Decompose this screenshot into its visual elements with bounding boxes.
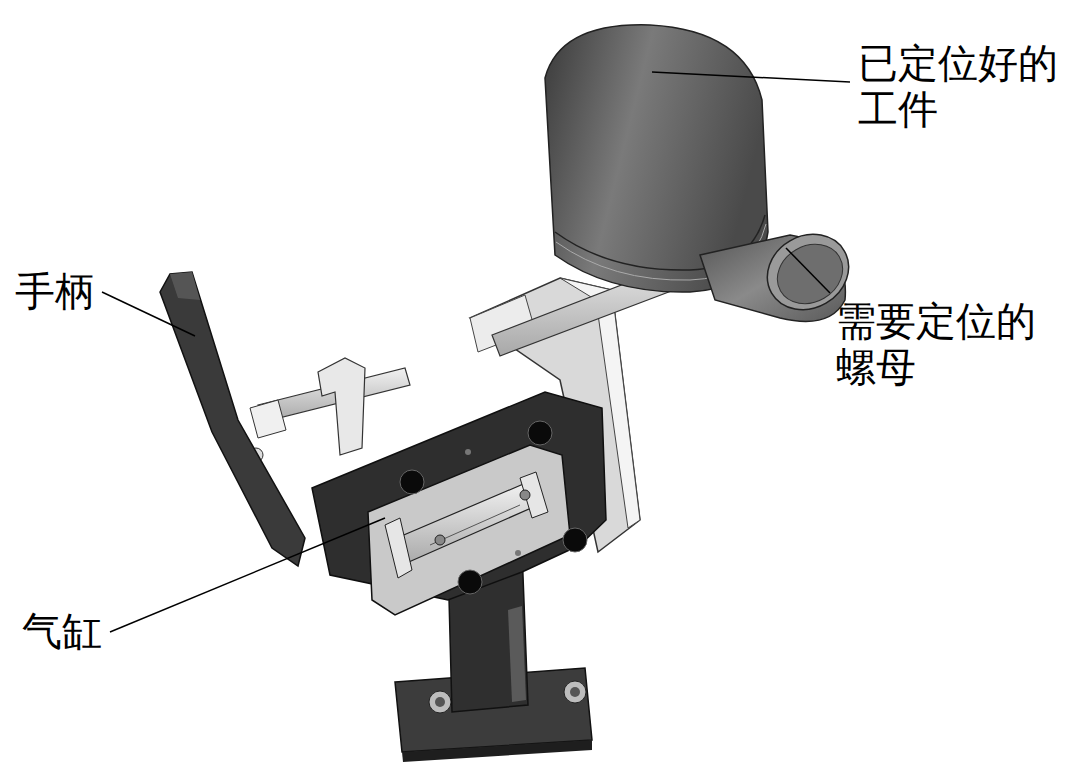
leader-line [652,72,850,82]
handle [160,272,305,566]
clevis [250,400,286,438]
bolt-head [435,697,445,707]
plate-window [368,445,570,615]
bolt [458,570,482,594]
part-label: 气缸 [22,608,102,654]
cylinder-cap [385,518,412,578]
workpiece [545,25,862,324]
part-label: 手柄 [15,268,95,314]
hole [515,550,521,556]
bolt-head [570,687,580,697]
fitting [435,535,445,545]
bolt [400,470,424,494]
cylinder-body [392,482,538,565]
hole [465,449,471,455]
rib [508,606,526,702]
part-label: 已定位好的 工件 [858,40,1070,132]
cylinder-line [430,505,520,545]
fitting [520,490,530,500]
part-label: 需要定位的 螺母 [836,298,1048,390]
leader-line [102,292,195,336]
bolt-head [429,691,451,713]
leader-line [110,518,385,632]
handle-tip [170,272,200,300]
leader-lines [102,72,850,632]
bolt [528,421,552,445]
leader-line [786,248,830,293]
bolt [563,528,587,552]
rod-bracket [318,358,365,455]
base-edge [402,740,592,762]
bolt-head [564,681,586,703]
cylinder-cap [520,472,548,518]
